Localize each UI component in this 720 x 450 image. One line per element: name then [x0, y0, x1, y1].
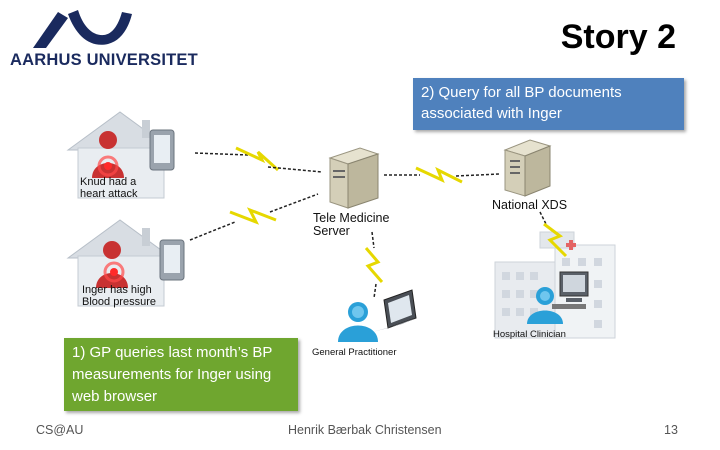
server-label-line2: Server [313, 224, 350, 238]
aarhus-logo-icon [33, 10, 132, 48]
person-1-icon [92, 131, 124, 178]
server-label-line1: Tele Medicine [313, 211, 390, 225]
gp-person-icon [338, 302, 378, 342]
gp-laptop-icon [372, 289, 417, 332]
house-1-label-line2: heart attack [80, 188, 138, 200]
hospital-label: Hospital Clinician [493, 329, 566, 340]
server-icon [328, 147, 380, 209]
house-1-label: Knud had a heart attack [80, 176, 137, 200]
house-2-label-line2: Blood pressure [82, 296, 156, 308]
house-2-label-line1: Inger has high [82, 284, 152, 296]
hospital-computer-icon [552, 271, 589, 309]
connection-server-xds [384, 166, 501, 184]
connection-server-gp [364, 231, 384, 299]
slide-title: Story 2 [560, 18, 676, 56]
person-2-icon [96, 241, 128, 288]
clinician-person-icon [527, 287, 563, 324]
gp-label: General Practitioner [312, 347, 397, 358]
xds-label: National XDS [492, 198, 568, 212]
connection-xds-hospital [539, 211, 568, 258]
house-1-label-line1: Knud had a [80, 176, 137, 188]
logo-text: AARHUS UNIVERSITET [10, 51, 198, 69]
house-2-label: Inger has high Blood pressure [82, 284, 156, 308]
page-number: 13 [664, 423, 678, 437]
connection-house1-server [194, 146, 323, 173]
footer-left: CS@AU [36, 423, 84, 437]
xds-server-icon [503, 139, 552, 197]
callout-query-xds: 2) Query for all BP documents associated… [413, 78, 684, 130]
server-label: Tele Medicine Server [313, 212, 389, 238]
footer-author: Henrik Bærbak Christensen [288, 423, 442, 437]
callout-gp-queries: 1) GP queries last month’s BP measuremen… [64, 338, 298, 411]
connection-house2-server [189, 193, 319, 241]
